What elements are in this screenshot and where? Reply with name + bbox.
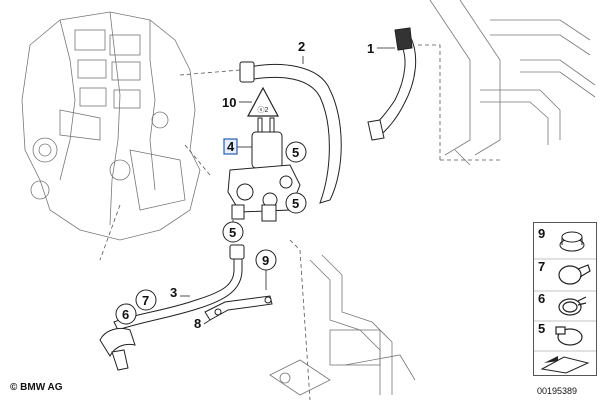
svg-text:1: 1 [367, 41, 374, 56]
callout-8: 8 [194, 316, 201, 331]
svg-text:4: 4 [227, 139, 235, 154]
hose-2 [239, 61, 342, 204]
callout-3: 3 [170, 285, 177, 300]
callout-7: 7 [135, 289, 157, 311]
svg-text:7: 7 [142, 293, 149, 308]
svg-text:9: 9 [262, 253, 269, 268]
hose-clamp-icon [558, 264, 591, 285]
hose-1 [367, 27, 417, 141]
svg-text:5: 5 [229, 225, 236, 240]
callout-5-right: 5 [285, 192, 307, 214]
svg-text:10: 10 [222, 95, 236, 110]
svg-text:5: 5 [292, 145, 299, 160]
gasket-arrow-icon [540, 356, 590, 374]
worm-clamp-icon [555, 326, 583, 346]
grommet-icon [559, 231, 585, 252]
engine-block-illustration [21, 11, 201, 241]
diagram-id: 00195389 [537, 386, 578, 396]
svg-text:7: 7 [538, 259, 545, 274]
auxiliary-water-pump-valve [227, 117, 301, 222]
svg-text:6: 6 [538, 291, 545, 306]
callout-6: 6 [115, 303, 137, 325]
parts-legend: 9 7 6 5 [533, 222, 597, 376]
svg-text:9: 9 [538, 226, 545, 241]
callout-1: 1 [367, 41, 374, 56]
svg-text:3: 3 [170, 285, 177, 300]
bracket-8 [204, 295, 273, 321]
svg-text:6: 6 [122, 307, 129, 322]
legend-item-5: 5 [538, 321, 583, 346]
svg-text:2: 2 [298, 39, 305, 54]
lower-pipes-illustration [269, 254, 416, 396]
callout-4: 4 [223, 138, 238, 155]
legend-graphic: 9 7 6 5 [534, 226, 596, 374]
reference-lines [99, 44, 500, 400]
legend-item-9: 9 [538, 226, 585, 252]
heater-pipes-illustration [429, 0, 596, 166]
spring-clamp-icon [558, 296, 587, 316]
svg-text:8: 8 [194, 316, 201, 331]
callout-5-lower: 5 [222, 221, 244, 243]
callout-2: 2 [298, 39, 305, 54]
callout-10: 10 [222, 95, 236, 110]
callout-9: 9 [255, 249, 277, 271]
legend-item-6: 6 [538, 291, 587, 316]
svg-text:5: 5 [292, 196, 299, 211]
legend-item-7: 7 [538, 259, 591, 285]
svg-text:5: 5 [538, 321, 545, 336]
copyright: © BMW AG [10, 382, 63, 393]
warning-triangle-icon: ⓢ2 [246, 86, 280, 117]
svg-text:ⓢ2: ⓢ2 [258, 106, 269, 114]
callout-5-upper: 5 [285, 141, 307, 163]
